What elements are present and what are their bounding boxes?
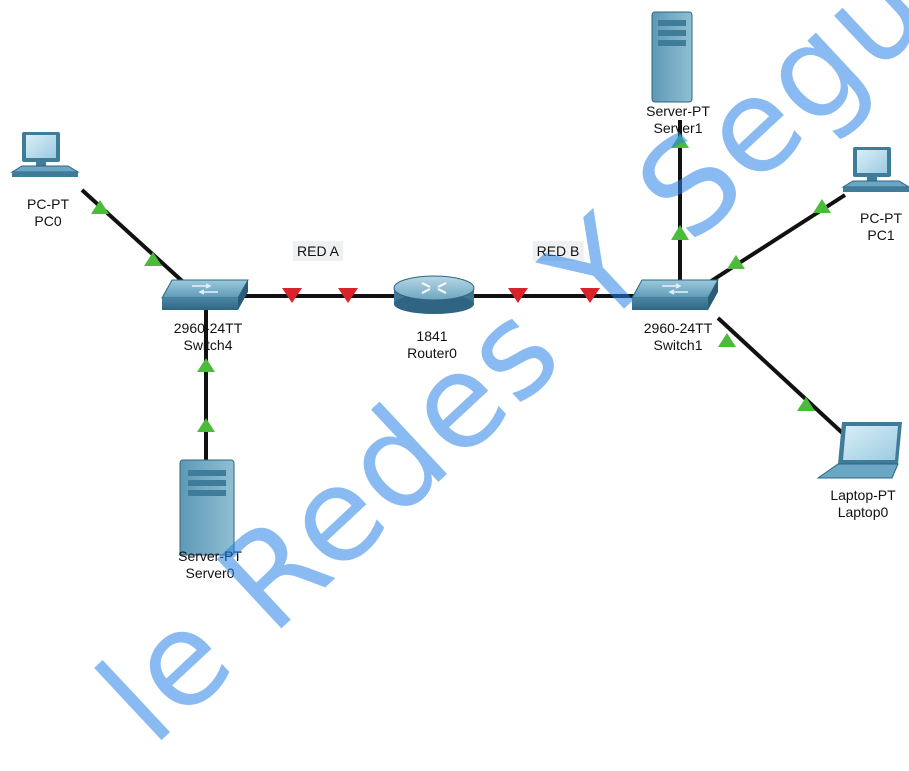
server0-label: Server-PT Server0 (178, 548, 242, 582)
link-status-down (282, 288, 600, 303)
device-model: PC-PT (27, 196, 69, 212)
switch4-device[interactable] (161, 279, 249, 310)
device-name: Router0 (407, 345, 457, 361)
device-model: 1841 (416, 328, 448, 344)
link-status-up (91, 134, 831, 432)
pc-icon (841, 147, 909, 192)
switch4-label: 2960-24TT Switch4 (174, 320, 242, 354)
server-icon (179, 459, 235, 556)
server1-device[interactable] (651, 11, 693, 103)
server0-device[interactable] (179, 459, 235, 556)
server-icon (651, 11, 693, 103)
switch1-label: 2960-24TT Switch1 (644, 320, 712, 354)
link-down-indicator (508, 288, 528, 303)
link-up-indicator (197, 418, 215, 432)
link-down-indicator (580, 288, 600, 303)
network-label-red-a: RED A (292, 241, 344, 261)
link-up-indicator (671, 225, 689, 240)
laptop0-device[interactable] (816, 422, 902, 479)
pc0-label: PC-PT PC0 (27, 196, 69, 230)
pc-icon (10, 132, 80, 177)
link-up-indicator (813, 199, 831, 213)
cable-laptop0-switch1[interactable] (716, 316, 852, 442)
device-name: Switch1 (653, 337, 703, 353)
router0-label: 1841 Router0 (407, 328, 457, 362)
device-model: PC-PT (860, 210, 902, 226)
link-down-indicator (338, 288, 358, 303)
device-model: 2960-24TT (173, 320, 243, 336)
pc0-device[interactable] (10, 132, 80, 177)
network-label-red-b: RED B (532, 241, 584, 261)
switch-icon (161, 279, 249, 310)
router0-device[interactable] (393, 275, 475, 314)
link-down-indicator (282, 288, 302, 303)
pc1-device[interactable] (841, 147, 909, 192)
switch-icon (631, 279, 719, 310)
switch1-device[interactable] (631, 279, 719, 310)
link-up-indicator (671, 134, 689, 148)
server1-label: Server-PT Server1 (646, 103, 710, 137)
link-up-indicator (197, 358, 215, 372)
laptop-icon (816, 422, 902, 479)
device-name: PC1 (867, 227, 895, 243)
device-model: Server-PT (178, 548, 242, 564)
device-name: Switch4 (183, 337, 233, 353)
laptop0-label: Laptop-PT Laptop0 (830, 487, 895, 521)
link-up-indicator (91, 200, 109, 214)
pc1-label: PC-PT PC1 (860, 210, 902, 244)
link-up-indicator (727, 255, 745, 269)
device-model: 2960-24TT (643, 320, 713, 336)
device-name: PC0 (34, 213, 62, 229)
device-model: Server-PT (646, 103, 710, 119)
link-up-indicator (718, 333, 736, 347)
device-model: Laptop-PT (830, 487, 896, 503)
router-icon (393, 275, 475, 314)
topology-canvas (10, 11, 909, 556)
link-up-indicator (797, 397, 815, 411)
device-name: Laptop0 (837, 504, 889, 520)
device-name: Server1 (653, 120, 703, 136)
device-name: Server0 (185, 565, 235, 581)
link-up-indicator (144, 252, 162, 266)
